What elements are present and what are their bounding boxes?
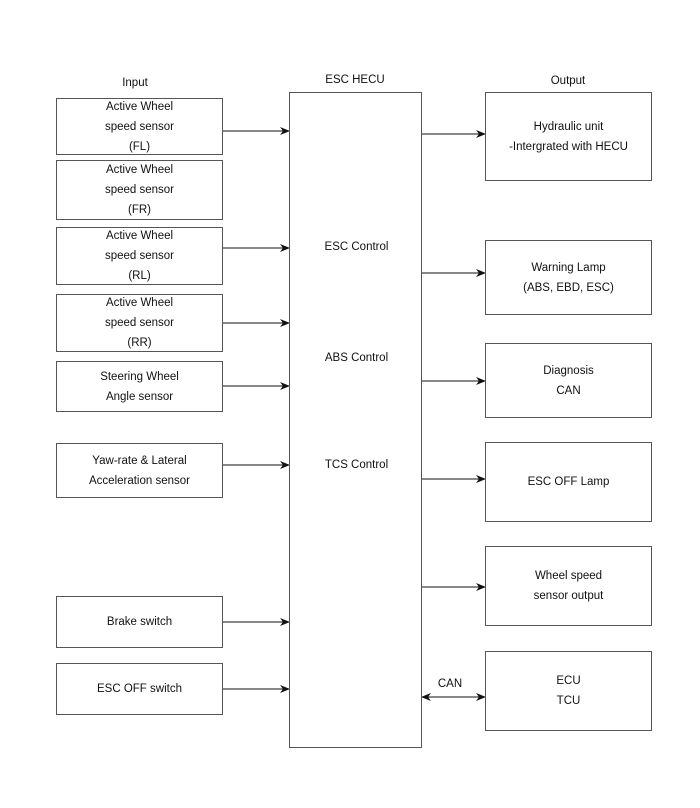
output-label: Warning Lamp [531, 261, 606, 274]
output-label: sensor output [533, 590, 604, 602]
output-box-warning-lamp: Warning Lamp (ABS, EBD, ESC) [485, 240, 652, 315]
input-label: Active Wheel [105, 100, 174, 113]
input-box-esc-off-switch: ESC OFF switch [56, 663, 223, 715]
input-label: speed sensor [104, 120, 175, 133]
abs-control-label: ABS Control [324, 352, 389, 364]
output-label: Diagnosis [543, 364, 594, 377]
output-label: ESC OFF Lamp [527, 476, 610, 488]
input-box-yaw-rate: Yaw-rate & Lateral Acceleration sensor [56, 443, 223, 498]
input-label: Brake switch [106, 616, 173, 628]
input-box-wheel-fr: Active Wheel speed sensor (FR) [56, 160, 223, 220]
input-label: speed sensor [104, 317, 175, 329]
output-label: TCU [556, 695, 581, 707]
input-label: (RR) [127, 337, 152, 349]
output-box-esc-off-lamp: ESC OFF Lamp [485, 442, 652, 522]
input-label: (FL) [128, 140, 151, 153]
output-label: (ABS, EBD, ESC) [523, 281, 614, 294]
output-label: ECU [556, 675, 581, 687]
input-box-wheel-fl: Active Wheel speed sensor (FL) [56, 98, 223, 155]
input-label: Active Wheel [105, 297, 174, 309]
output-label: Wheel speed [534, 570, 603, 582]
input-box-brake-switch: Brake switch [56, 596, 223, 648]
input-column-header: Input [122, 77, 148, 89]
can-link-label: CAN [437, 678, 463, 690]
input-box-wheel-rl: Active Wheel speed sensor (RL) [56, 227, 223, 285]
output-label: CAN [556, 384, 581, 397]
input-box-wheel-rr: Active Wheel speed sensor (RR) [56, 294, 223, 352]
input-label: speed sensor [104, 184, 175, 196]
input-label: Acceleration sensor [89, 474, 190, 487]
input-label: Yaw-rate & Lateral [92, 454, 187, 467]
tcs-control-label: TCS Control [324, 459, 389, 471]
hecu-header: ESC HECU [325, 74, 385, 86]
input-label: speed sensor [104, 250, 175, 262]
esc-hecu-block: ESC Control ABS Control TCS Control [289, 92, 422, 748]
input-label: Active Wheel [105, 230, 174, 242]
input-label: (RL) [128, 270, 151, 282]
input-label: Steering Wheel [100, 370, 179, 383]
output-box-hydraulic-unit: Hydraulic unit -Intergrated with HECU [485, 92, 652, 181]
output-box-ecu-tcu: ECU TCU [485, 651, 652, 731]
output-label: -Intergrated with HECU [509, 140, 628, 153]
output-box-wheel-speed-output: Wheel speed sensor output [485, 546, 652, 626]
output-box-diagnosis: Diagnosis CAN [485, 343, 652, 418]
input-box-steering-angle: Steering Wheel Angle sensor [56, 361, 223, 412]
input-label: Angle sensor [105, 390, 174, 403]
input-label: ESC OFF switch [97, 683, 182, 695]
esc-control-label: ESC Control [324, 241, 389, 253]
output-column-header: Output [550, 75, 586, 87]
output-label: Hydraulic unit [533, 120, 604, 133]
input-label: (FR) [128, 204, 151, 216]
input-label: Active Wheel [105, 164, 174, 176]
